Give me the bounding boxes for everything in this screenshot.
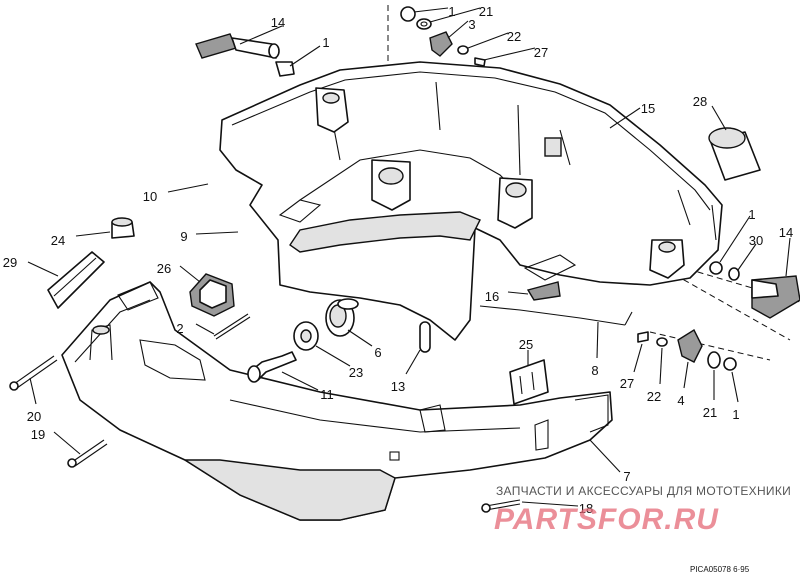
leader-lines <box>27 7 791 507</box>
sleeve <box>708 127 761 181</box>
linkage-rod <box>479 281 633 326</box>
callout-27: 27 <box>620 376 634 391</box>
callout-28: 28 <box>693 94 707 109</box>
drawing-code: PICA05078 6·95 <box>690 565 750 574</box>
callout-26: 26 <box>157 261 171 276</box>
bolts <box>9 355 521 513</box>
callout-24: 24 <box>51 233 65 248</box>
callout-19: 19 <box>31 427 45 442</box>
callout-8: 8 <box>591 363 598 378</box>
lock-lever-upper <box>195 33 280 59</box>
upper-motor-cover <box>219 61 723 341</box>
watermark: ЗАПЧАСТИ И АКСЕССУАРЫ ДЛЯ МОТОТЕХНИКИ PA… <box>494 484 791 536</box>
callout-22: 22 <box>507 29 521 44</box>
callout-13: 13 <box>391 379 405 394</box>
pin <box>213 313 251 340</box>
callout-21: 21 <box>479 4 493 19</box>
callout-29: 29 <box>3 255 17 270</box>
callout-11: 11 <box>320 387 334 402</box>
callout-23: 23 <box>349 365 363 380</box>
callout-6: 6 <box>374 345 381 360</box>
callout-20: 20 <box>27 409 41 424</box>
callout-22: 22 <box>647 389 661 404</box>
callout-16: 16 <box>485 289 499 304</box>
callout-1: 1 <box>448 4 455 19</box>
nut-upper-left <box>275 61 295 77</box>
seal-strip <box>47 251 105 309</box>
callout-25: 25 <box>519 337 533 352</box>
callout-14: 14 <box>779 225 793 240</box>
callout-3: 3 <box>468 17 475 32</box>
bracket <box>509 359 549 405</box>
top-hardware <box>400 6 486 67</box>
callout-10: 10 <box>143 189 157 204</box>
callout-2: 2 <box>176 321 183 336</box>
callout-14: 14 <box>271 15 285 30</box>
callout-15: 15 <box>641 101 655 116</box>
callout-1: 1 <box>322 35 329 50</box>
callout-27: 27 <box>534 45 548 60</box>
square-grommet <box>189 273 235 317</box>
callout-21: 21 <box>703 405 717 420</box>
callout-1: 1 <box>732 407 739 422</box>
callout-30: 30 <box>749 233 763 248</box>
callout-4: 4 <box>677 393 684 408</box>
rubber-grommet <box>325 298 359 337</box>
stud <box>247 351 297 383</box>
lock-lever-right <box>709 261 800 319</box>
watermark-caption: ЗАПЧАСТИ И АКСЕССУАРЫ ДЛЯ МОТОТЕХНИКИ <box>496 484 791 498</box>
grommet <box>111 217 135 239</box>
right-hardware <box>637 328 737 371</box>
callout-9: 9 <box>180 229 187 244</box>
callout-7: 7 <box>623 469 630 484</box>
callout-18: 18 <box>579 501 593 516</box>
round-grommet <box>293 321 319 351</box>
callout-1: 1 <box>748 207 755 222</box>
watermark-logo: PARTSFOR.RU <box>494 503 719 536</box>
lower-motor-cover <box>61 281 613 521</box>
plug <box>419 321 431 353</box>
